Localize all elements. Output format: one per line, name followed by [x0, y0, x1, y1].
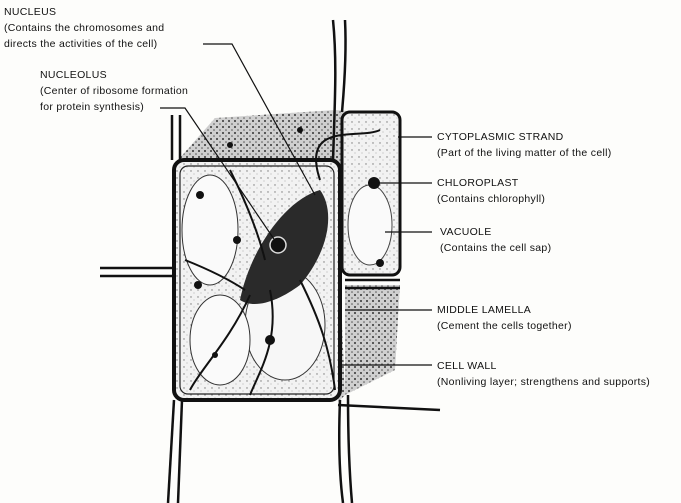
label-desc: (Cement the cells together)	[437, 320, 572, 332]
cell-wall-label: CELL WALL (Nonliving layer; strengthens …	[437, 358, 650, 390]
label-desc: (Contains chlorophyll)	[437, 193, 546, 205]
cell-right-face	[345, 285, 400, 395]
label-title: VACUOLE	[440, 226, 492, 238]
chloroplast-label: CHLOROPLAST (Contains chlorophyll)	[437, 175, 545, 207]
nucleus-leader	[203, 43, 316, 196]
label-desc: (Center of ribosome formation	[40, 85, 189, 97]
label-desc: (Nonliving layer; strengthens and suppor…	[437, 376, 651, 388]
label-desc: (Contains the cell sap)	[440, 242, 552, 254]
label-title: CHLOROPLAST	[437, 177, 519, 189]
middle-lamella-label: MIDDLE LAMELLA (Cement the cells togethe…	[437, 302, 572, 334]
label-title: MIDDLE LAMELLA	[437, 304, 532, 316]
label-desc: (Contains the chromosomes and	[4, 22, 165, 34]
nucleolus-leader	[160, 107, 279, 246]
vacuole-label: VACUOLE (Contains the cell sap)	[440, 224, 551, 256]
nucleus-label: NUCLEUS (Contains the chromosomes and di…	[4, 4, 164, 52]
cytoplasmic-strand-label: CYTOPLASMIC STRAND (Part of the living m…	[437, 129, 612, 161]
label-desc: (Part of the living matter of the cell)	[437, 147, 612, 159]
label-title: NUCLEOLUS	[40, 69, 107, 81]
label-desc: directs the activities of the cell)	[4, 38, 158, 50]
label-title: NUCLEUS	[4, 6, 57, 18]
label-desc: for protein synthesis)	[40, 101, 145, 113]
label-title: CYTOPLASMIC STRAND	[437, 131, 564, 143]
nucleolus-label: NUCLEOLUS (Center of ribosome formation …	[40, 67, 188, 115]
label-title: CELL WALL	[437, 360, 497, 372]
